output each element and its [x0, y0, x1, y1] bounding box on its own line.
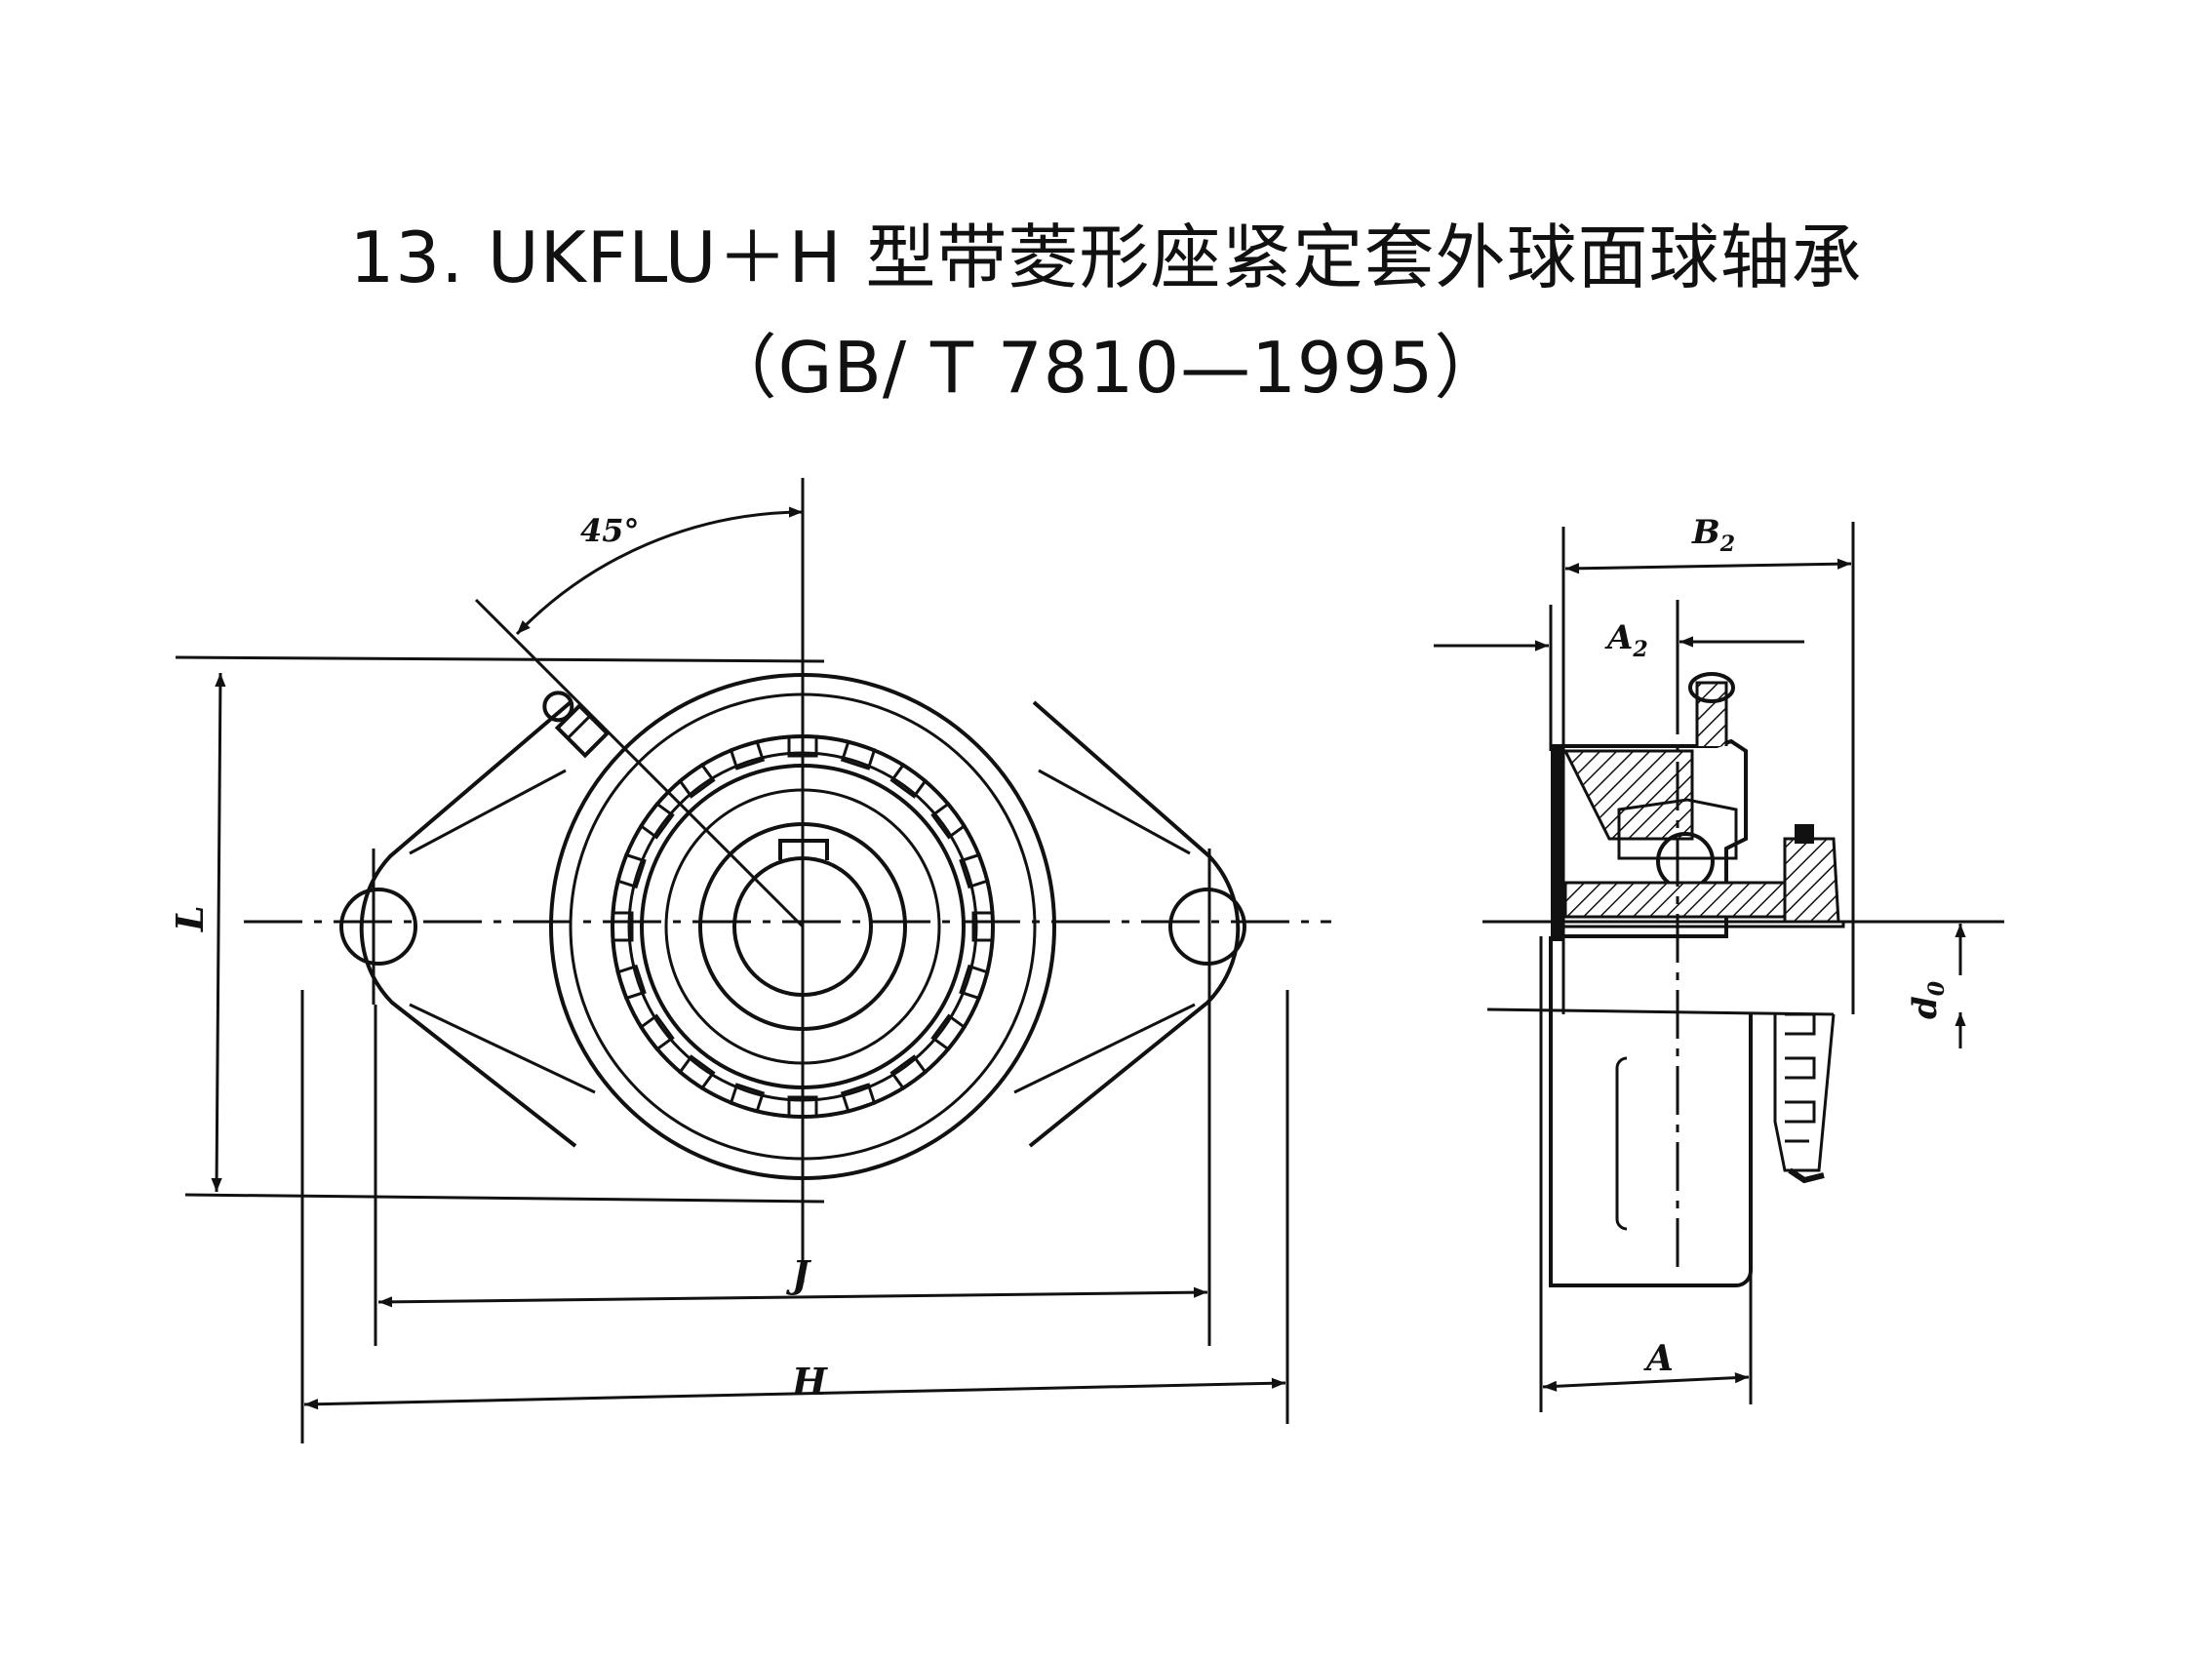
- locknut-tooth: [959, 852, 990, 889]
- locknut-tooth: [840, 1083, 877, 1114]
- dimension-L-line: [211, 672, 226, 1193]
- side-view: [1434, 522, 2004, 1412]
- locknut-tooth: [787, 734, 818, 758]
- dimension-B2-line: [1564, 558, 1852, 574]
- bearing-outer-circle: [640, 764, 966, 1089]
- flange-inner-outline: [409, 769, 1196, 1094]
- dimension-B2-label: B2: [1691, 513, 1735, 557]
- dimension-A-line: [1542, 1372, 1750, 1392]
- ball-section: [1656, 832, 1715, 890]
- dimension-H-label: H: [791, 1360, 828, 1403]
- title-line-2: （GB/ T 7810—1995）: [706, 327, 1506, 409]
- locknut-tooth: [840, 739, 877, 770]
- flange-outline: [359, 700, 1241, 1148]
- angle-arc: [515, 506, 804, 636]
- locknut-tooth: [677, 1054, 716, 1091]
- locknut-tooth: [729, 739, 766, 770]
- locknut-tooth: [787, 1095, 818, 1119]
- locknut-tooth: [615, 964, 647, 1001]
- locknut-tooth: [959, 964, 990, 1001]
- bolt-hole-left: [339, 888, 417, 966]
- housing-outer-circle: [549, 673, 1056, 1180]
- dimension-A2-label: A2: [1604, 618, 1648, 662]
- keyway: [778, 839, 829, 860]
- sleeve-circle: [732, 856, 873, 997]
- locknut-tooth: [930, 801, 968, 840]
- locknut-tooth: [615, 852, 647, 889]
- housing-section-hatch: [1562, 749, 1694, 841]
- locknut-tooth: [638, 801, 675, 840]
- locknut-tooth: [889, 1054, 928, 1091]
- dimension-J-line: [377, 1286, 1208, 1308]
- locknut-teeth: [611, 734, 995, 1119]
- dimension-H-line: [303, 1377, 1286, 1410]
- locknut-tooth: [729, 1083, 766, 1114]
- housing-lower-outline: [1549, 936, 1753, 1287]
- locknut-tooth: [677, 762, 716, 799]
- sleeve-section-hatch: [1563, 881, 1787, 919]
- title-line-1: 13. UKFLU＋H 型带菱形座紧定套外球面球轴承: [349, 217, 1863, 298]
- dimension-J-label: J: [786, 1252, 812, 1296]
- locknut-tooth: [889, 762, 928, 799]
- dimension-d0-label: d0: [1906, 980, 1950, 1019]
- dimension-L-label: L: [168, 905, 212, 932]
- locknut-tooth: [971, 911, 995, 942]
- front-view: [175, 478, 1331, 1443]
- locknut-tooth: [930, 1013, 968, 1052]
- grease-nipple: [542, 691, 611, 759]
- locknut-tooth: [638, 1013, 675, 1052]
- locknut-teeth-side: [1785, 1012, 1816, 1143]
- slot-outline: [1615, 1056, 1628, 1231]
- bolt-hole-right: [1168, 888, 1246, 966]
- inner-ring-circle: [698, 822, 907, 1031]
- locknut-tooth: [611, 911, 634, 942]
- locknut-section: [1783, 837, 1840, 924]
- dimension-A-label: A: [1643, 1338, 1674, 1379]
- nipple-section: [1695, 681, 1728, 746]
- angle-label: 45°: [580, 512, 640, 549]
- angle-guide-line: [474, 598, 805, 928]
